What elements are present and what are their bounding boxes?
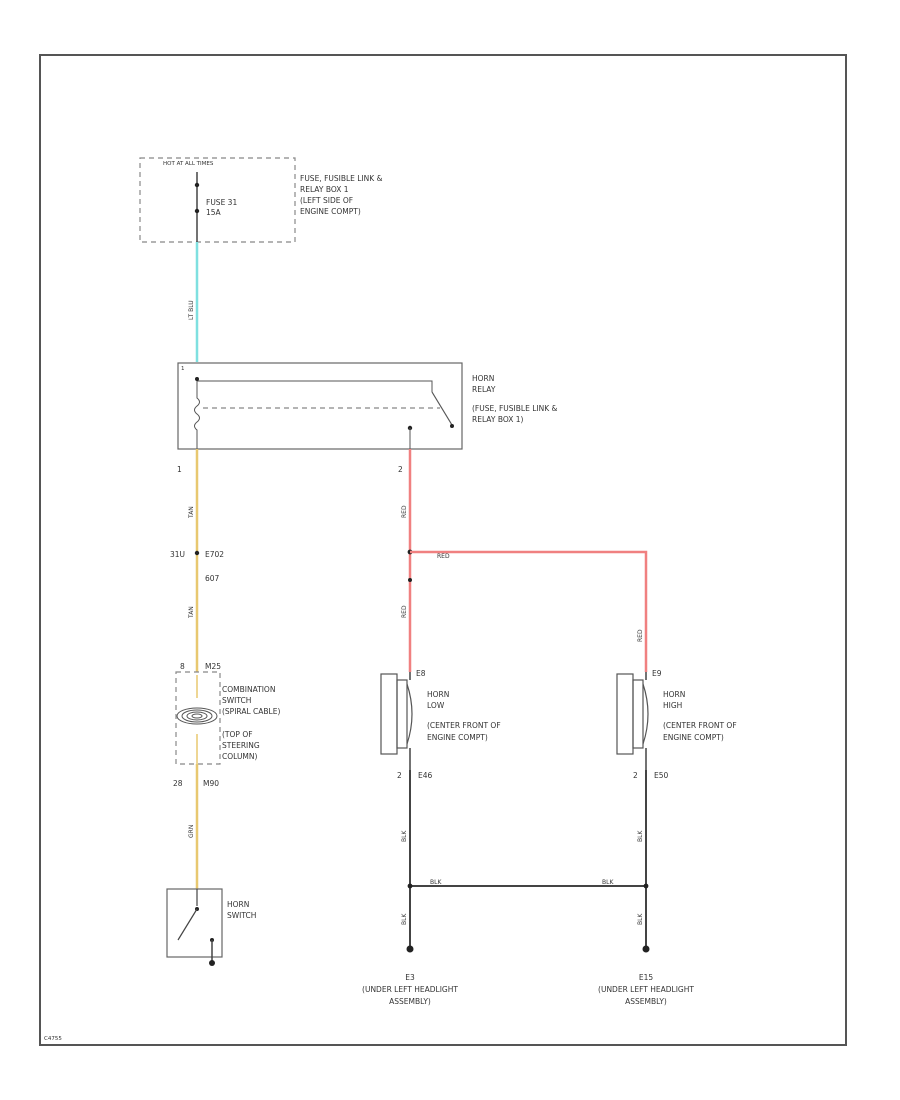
horn-high-pin-bottom-name: E50 (654, 771, 669, 780)
ground-left-id: E3 (405, 973, 415, 982)
ground-left-location-1: (UNDER LEFT HEADLIGHT (362, 985, 458, 994)
comb-switch-name-3: (SPIRAL CABLE) (222, 707, 280, 716)
low-wire-marker (408, 578, 412, 582)
comb-switch-pin-bottom-name: M90 (203, 779, 219, 788)
horn-high-name-4: ENGINE COMPT) (663, 733, 724, 742)
fuse-box-location-3: (LEFT SIDE OF (300, 196, 353, 205)
relay-pin-left: 1 (177, 465, 182, 474)
fuse-box-outline (139, 157, 296, 243)
horn-low-name-3: (CENTER FRONT OF (427, 721, 501, 730)
wire-label-blk-2: BLK (637, 830, 644, 842)
horn-high-icon (616, 673, 649, 755)
relay-name-4: RELAY BOX 1) (472, 415, 524, 424)
wire-label-red-3: RED (401, 605, 408, 618)
connector-name: E702 (205, 550, 224, 559)
horn-low-name-1: HORN (427, 690, 449, 699)
connector-pin: 31U (170, 550, 185, 559)
relay-supply-terminal (195, 377, 199, 381)
wire-label-blk-3: BLK (430, 879, 442, 886)
comb-switch-name-2: SWITCH (222, 696, 251, 705)
ground-right-location-2: ASSEMBLY) (625, 997, 667, 1006)
horn-switch-ground-icon (209, 960, 215, 966)
horn-high-pin-bottom: 2 (633, 771, 638, 780)
comb-switch-name-4: (TOP OF (222, 730, 253, 739)
wire-label-red-4: RED (637, 629, 644, 642)
ground-right-location-1: (UNDER LEFT HEADLIGHT (598, 985, 694, 994)
horn-high-pin-top: E9 (652, 669, 662, 678)
relay-supply-line (196, 377, 433, 392)
relay-pin-top: 1 (181, 366, 185, 372)
horn-low-icon (380, 673, 413, 755)
diagram-footer-id: C4755 (44, 1036, 62, 1042)
horn-low-name-2: LOW (427, 701, 445, 710)
horn-relay-box (177, 362, 463, 450)
fuse-box-location-4: ENGINE COMPT) (300, 207, 361, 216)
relay-pin-right: 2 (398, 465, 403, 474)
fuse-label: FUSE 31 (206, 198, 237, 207)
ground-right-id: E15 (639, 973, 654, 982)
ground-left-location-2: ASSEMBLY) (389, 997, 431, 1006)
relay-contact-arm (431, 391, 453, 426)
wire-label-tan-2: TAN (188, 606, 195, 619)
horn-switch-arm (177, 908, 198, 941)
wire-label-tan-1: TAN (188, 506, 195, 519)
horn-switch-name-1: HORN (227, 900, 249, 909)
relay-contact-pivot (450, 424, 454, 428)
horn-low-pin-top: E8 (416, 669, 426, 678)
wire-red-to-high (410, 550, 648, 672)
spiral-cable-icon (176, 707, 218, 725)
splice-ground-left (407, 883, 413, 889)
relay-name-2: RELAY (472, 385, 496, 394)
wire-label-blk-6: BLK (637, 913, 644, 925)
hot-at-all-times-label: HOT AT ALL TIMES (163, 161, 214, 167)
ground-e15-icon (642, 945, 650, 953)
comb-switch-name-1: COMBINATION (222, 685, 275, 694)
horn-high-name-2: HIGH (663, 701, 682, 710)
diagram-frame (39, 54, 847, 1046)
relay-name-3: (FUSE, FUSIBLE LINK & (472, 404, 558, 413)
wire-label-blk-5: BLK (401, 913, 408, 925)
wire-label-blk-1: BLK (401, 830, 408, 842)
connector-e702-terminal (194, 550, 200, 556)
horn-switch-name-2: SWITCH (227, 911, 256, 920)
wire-label-blk-4: BLK (602, 879, 614, 886)
relay-name-1: HORN (472, 374, 494, 383)
horn-low-pin-bottom: 2 (397, 771, 402, 780)
horn-low-name-4: ENGINE COMPT) (427, 733, 488, 742)
fuse-terminal-top (194, 182, 200, 188)
horn-low-pin-bottom-name: E46 (418, 771, 433, 780)
fuse-box-location-1: FUSE, FUSIBLE LINK & (300, 174, 383, 183)
comb-switch-name-5: STEERING (222, 741, 260, 750)
relay-coil (194, 381, 200, 449)
wire-label-red-2: RED (437, 553, 450, 560)
comb-switch-pin-top: 8 (180, 662, 185, 671)
comb-switch-pin-bottom: 28 (173, 779, 183, 788)
horn-switch-box (166, 888, 223, 958)
wire-label-red-1: RED (401, 505, 408, 518)
horn-high-name-1: HORN (663, 690, 685, 699)
connector-pin-b: 607 (205, 574, 220, 583)
ground-e3-icon (406, 945, 414, 953)
fuse-rating: 15A (206, 208, 222, 217)
fuse-terminal-bottom (194, 208, 200, 214)
comb-switch-pin-top-name: M25 (205, 662, 221, 671)
splice-ground-right (643, 883, 649, 889)
wire-label-lt-blu: LT BLU (188, 300, 195, 320)
comb-switch-name-6: COLUMN) (222, 752, 258, 761)
wire-label-grn: GRN (188, 825, 195, 838)
horn-high-name-3: (CENTER FRONT OF (663, 721, 737, 730)
fuse-box-location-2: RELAY BOX 1 (300, 185, 349, 194)
